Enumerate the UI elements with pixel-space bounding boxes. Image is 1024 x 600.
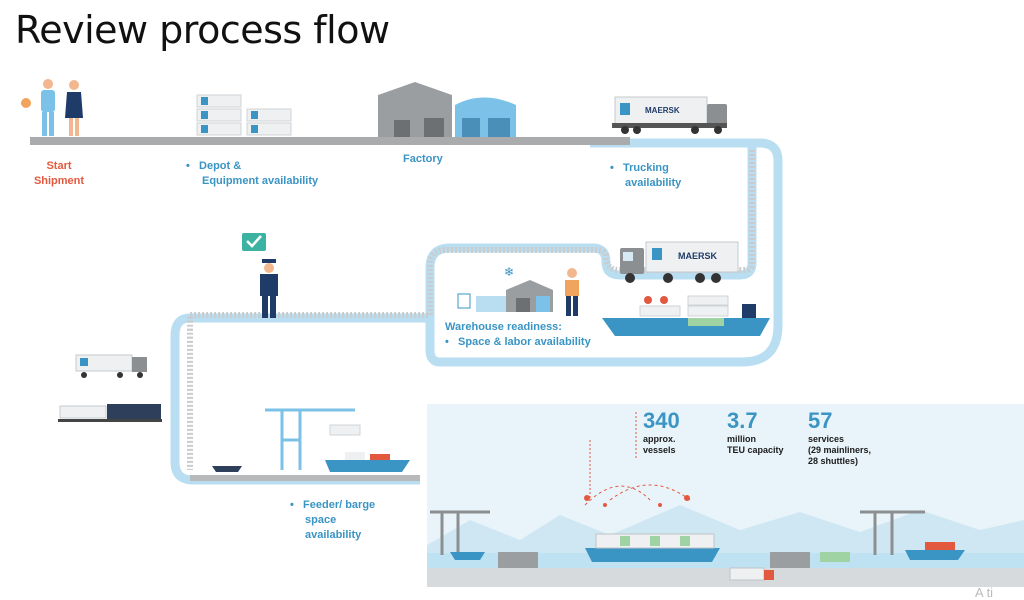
- truck-icon: MAERSK: [612, 96, 727, 134]
- container-stack: [196, 94, 292, 136]
- flow-path-lower: [170, 313, 430, 485]
- port-crane: [265, 408, 361, 470]
- truck-brand: MAERSK: [678, 251, 718, 261]
- label-factory: Factory: [403, 153, 443, 165]
- cut-off-text: A ti: [975, 585, 994, 600]
- truck-icon: MAERSK: [620, 241, 739, 283]
- road-top: [30, 137, 630, 145]
- road-bottom: [190, 475, 420, 481]
- stat-teu-value: 3.7: [727, 408, 758, 433]
- truck-icon: [75, 354, 147, 378]
- person-icon: [21, 79, 55, 136]
- truck-brand: MAERSK: [645, 106, 680, 115]
- label-feeder: • Feeder/ barge space availability: [290, 499, 376, 541]
- stat-services-text: services(29 mainliners,28 shuttles): [808, 434, 872, 466]
- stat-vessels-value: 340: [643, 408, 680, 433]
- road-dashed: [186, 150, 755, 470]
- stat-services-value: 57: [808, 408, 833, 433]
- label-depot: • Depot & Equipment availability: [186, 160, 319, 187]
- worker-icon: [565, 268, 579, 316]
- port-panorama: [427, 404, 1024, 587]
- train-icon: [58, 404, 162, 422]
- officer-icon: [242, 233, 278, 318]
- label-warehouse: Warehouse readiness: • Space & labor ava…: [445, 321, 591, 348]
- page-title: Review process flow: [15, 8, 390, 52]
- stat-vessels-text: approx.vessels: [643, 434, 676, 455]
- flow-path: [425, 138, 783, 367]
- snowflake-icon: ❄: [504, 265, 514, 279]
- ship-icon: [602, 295, 770, 336]
- person-icon: [65, 80, 83, 136]
- factory-building: [378, 82, 516, 137]
- warehouse-building: ❄: [457, 265, 553, 312]
- label-trucking: • Trucking availability: [610, 162, 682, 189]
- ship-icon: [212, 452, 410, 472]
